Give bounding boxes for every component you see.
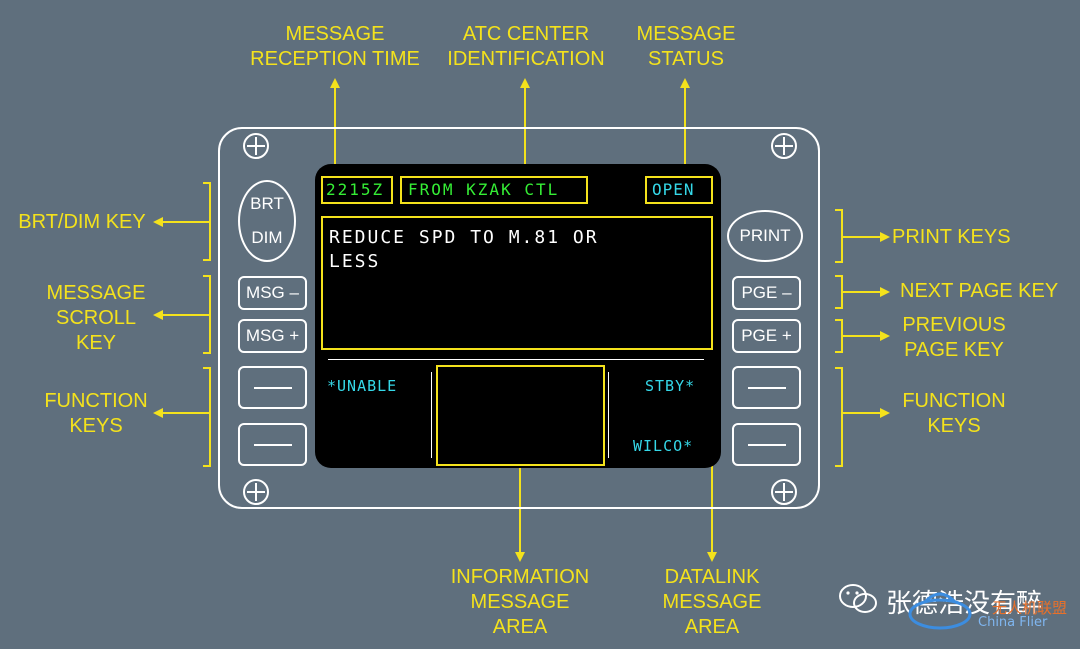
screw-top-right-icon	[771, 133, 797, 159]
screen-divider-left	[431, 372, 432, 458]
wilco-option[interactable]: WILCO*	[633, 437, 694, 455]
pge-plus-button[interactable]: PGE +	[732, 319, 801, 353]
reception-time-box	[321, 176, 393, 204]
label-information-message-area: INFORMATION MESSAGE AREA	[450, 566, 590, 638]
watermark-brand: 无人机联盟	[992, 599, 1068, 617]
label-message-status: MESSAGE STATUS	[636, 23, 736, 70]
dcdu-screen	[315, 164, 721, 468]
msg-plus-button[interactable]: MSG +	[238, 319, 307, 353]
label-function-keys-right: FUNCTION KEYS	[902, 390, 1006, 437]
label-datalink-message-area: DATALINK MESSAGE AREA	[662, 566, 762, 638]
screw-top-left-icon	[243, 133, 269, 159]
function-key-left-2[interactable]	[238, 423, 307, 466]
message-line-1: REDUCE SPD TO M.81 OR	[329, 227, 599, 248]
atc-center-text: FROM KZAK CTL	[408, 180, 560, 199]
print-button[interactable]: PRINT	[727, 210, 803, 262]
stby-option[interactable]: STBY*	[645, 377, 696, 395]
atc-center-box	[400, 176, 588, 204]
message-text-box	[321, 216, 713, 350]
function-key-right-2[interactable]	[732, 423, 801, 466]
label-function-keys-left: FUNCTION KEYS	[44, 390, 148, 437]
function-key-left-1[interactable]	[238, 366, 307, 409]
screen-divider-right	[608, 372, 609, 458]
unable-option[interactable]: *UNABLE	[327, 377, 398, 395]
brt-label: BRT	[250, 194, 284, 213]
label-message-reception-time: MESSAGE RECEPTION TIME	[250, 23, 420, 70]
label-atc-center-identification: ATC CENTER IDENTIFICATION	[447, 23, 605, 70]
dcdu-panel	[218, 127, 820, 509]
watermark-brand-en: China Flier	[978, 615, 1048, 630]
screw-bottom-left-icon	[243, 479, 269, 505]
label-next-page-key: NEXT PAGE KEY	[900, 280, 1059, 302]
label-previous-page-key: PREVIOUS PAGE KEY	[902, 314, 1006, 361]
message-line-2: LESS	[329, 251, 381, 272]
dim-label: DIM	[251, 228, 283, 247]
pge-minus-button[interactable]: PGE –	[732, 276, 801, 310]
label-message-scroll-key: MESSAGE SCROLL KEY	[46, 282, 146, 354]
reception-time-text: 2215Z	[326, 180, 385, 199]
brt-dim-key[interactable]: BRT DIM	[238, 180, 296, 262]
information-area-box	[436, 365, 605, 466]
message-status-text: OPEN	[652, 180, 695, 199]
msg-minus-button[interactable]: MSG –	[238, 276, 307, 310]
message-status-box	[645, 176, 713, 204]
wechat-icon	[839, 584, 877, 613]
label-brt-dim-key: BRT/DIM KEY	[18, 211, 146, 233]
china-flier-logo-icon	[908, 592, 972, 630]
screw-bottom-right-icon	[771, 479, 797, 505]
function-key-right-1[interactable]	[732, 366, 801, 409]
screen-divider	[328, 359, 704, 360]
label-print-keys: PRINT KEYS	[892, 226, 1011, 248]
